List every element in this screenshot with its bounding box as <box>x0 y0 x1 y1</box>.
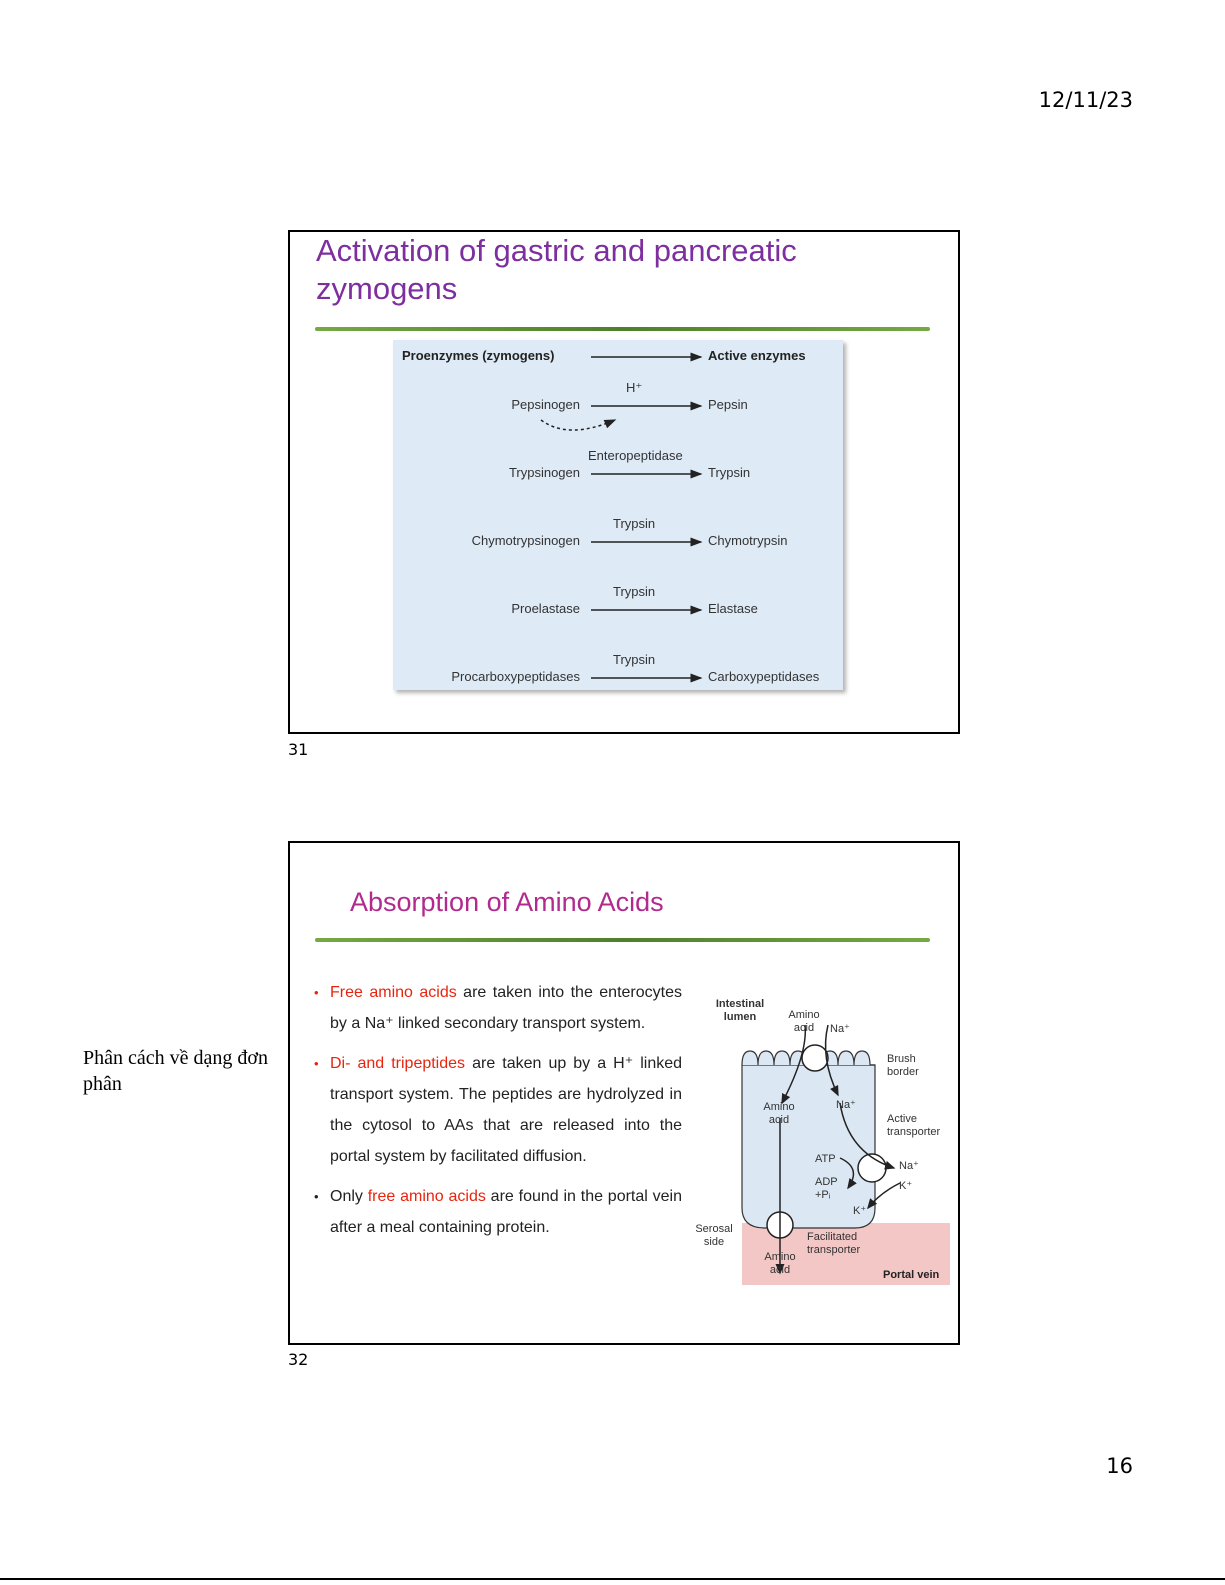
slide-title: Absorption of Amino Acids <box>350 887 664 917</box>
atp-label: ATP <box>815 1153 836 1165</box>
bullet-item: Free amino acids are taken into the ente… <box>312 977 682 1039</box>
slide-title: Activation of gastric and pancreatic zym… <box>316 233 797 306</box>
portal-vein-label: Portal vein <box>883 1269 940 1281</box>
enzyme-label: Carboxypeptidases <box>708 669 820 684</box>
enterocyte-drawing <box>741 1024 950 1285</box>
proenzyme-label: Pepsinogen <box>511 397 580 412</box>
brush-border-label: Brush border <box>887 1053 919 1078</box>
activator-label: Trypsin <box>613 584 656 599</box>
figure-header-right: Active enzymes <box>708 348 806 363</box>
proenzyme-label: Trypsinogen <box>508 465 580 480</box>
bullet-text: are taken into the enterocytes by a Na⁺ … <box>330 984 682 1032</box>
activator-label: Trypsin <box>613 516 656 531</box>
bullet-item: Di- and tripeptides are taken up by a H⁺… <box>312 1048 682 1172</box>
page-number: 16 <box>1106 1454 1133 1478</box>
amino-acid-bottom-label: Amino acid <box>764 1251 796 1276</box>
k-low-label: K⁺ <box>853 1205 867 1217</box>
slide-number: 31 <box>288 740 309 759</box>
na-mid-label: Na⁺ <box>836 1099 856 1111</box>
title-underline <box>315 327 930 331</box>
proenzyme-label: Procarboxypeptidases <box>451 669 580 684</box>
bullet-item: Only free amino acids are found in the p… <box>312 1181 682 1243</box>
activator-label: Enteropeptidase <box>588 448 683 463</box>
header-date: 12/11/23 <box>1038 88 1133 112</box>
bullet-pre: Only <box>330 1188 368 1205</box>
bullet-text: are taken up by a H⁺ linked transport sy… <box>330 1055 683 1165</box>
bullet-text: are found in the portal vein after a mea… <box>330 1188 683 1236</box>
intestinal-lumen-label: Intestinal lumen <box>715 998 765 1023</box>
proenzyme-label: Chymotrypsinogen <box>471 533 580 548</box>
na-top-label: Na⁺ <box>830 1023 850 1035</box>
serosal-side-label: Serosal side <box>695 1223 733 1248</box>
amino-acid-mid-label: Amino acid <box>763 1101 795 1126</box>
amino-acid-top-label: Amino acid <box>788 1009 820 1034</box>
slide-number: 32 <box>288 1350 309 1369</box>
slide-32: Absorption of Amino Acids Free amino aci… <box>288 841 960 1345</box>
bullet-highlight: Di- and tripeptides <box>330 1055 466 1072</box>
na-cotransporter <box>801 1044 829 1072</box>
enzyme-label: Trypsin <box>708 465 751 480</box>
figure-header-left: Proenzymes (zymogens) <box>402 348 555 363</box>
zymogen-figure: Proenzymes (zymogens) Active enzymes Pep… <box>393 340 843 690</box>
bottom-rule <box>0 1578 1225 1580</box>
facilitated-transporter-label: Facilitated transporter <box>807 1231 861 1256</box>
enzyme-label: Pepsin <box>708 397 748 412</box>
bullet-highlight: free amino acids <box>367 1188 486 1205</box>
adp-label: ADP +Pᵢ <box>815 1176 838 1201</box>
enzyme-label: Elastase <box>708 601 758 616</box>
handwritten-note: Phân cách về dạng đơn phân <box>83 1047 268 1095</box>
k-in-label: K⁺ <box>899 1180 913 1192</box>
enterocyte-diagram: Intestinal lumen Amino acid Na⁺ Brush bo… <box>690 983 955 1293</box>
slide-31: Activation of gastric and pancreatic zym… <box>288 230 960 734</box>
zymogen-arrows <box>540 352 703 683</box>
activator-label: Trypsin <box>613 652 656 667</box>
na-out-label: Na⁺ <box>899 1160 919 1172</box>
title-underline <box>315 938 930 942</box>
activator-label: H⁺ <box>626 380 643 395</box>
enzyme-label: Chymotrypsin <box>708 533 788 548</box>
bullet-list: Free amino acids are taken into the ente… <box>312 977 682 1252</box>
enterocyte-cell <box>741 1064 876 1229</box>
active-transporter-label: Active transporter <box>887 1113 941 1138</box>
bullet-highlight: Free amino acids <box>330 984 457 1001</box>
proenzyme-label: Proelastase <box>511 601 580 616</box>
